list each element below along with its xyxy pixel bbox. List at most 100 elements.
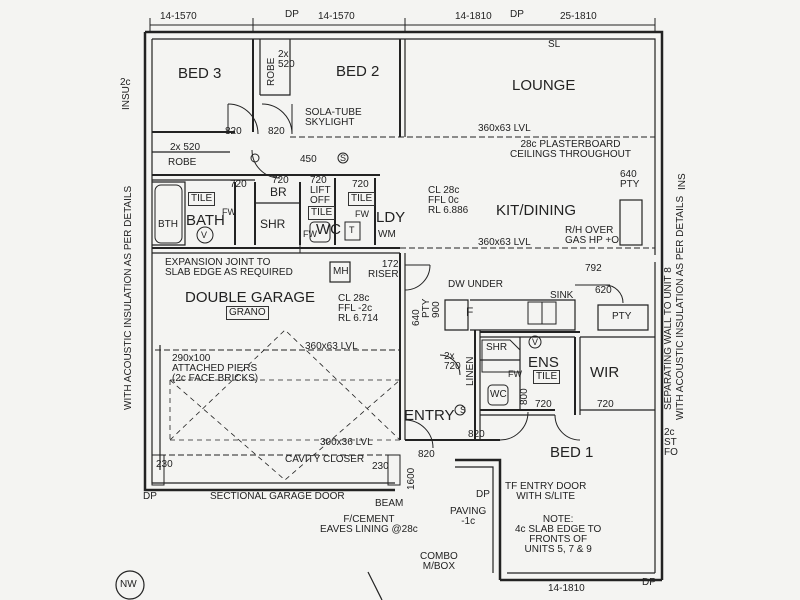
- dim-820-c: 820: [468, 429, 485, 440]
- tile-4: TILE: [533, 370, 561, 384]
- top-dp-1: DP: [285, 9, 299, 20]
- dim-720-a: 720: [230, 179, 247, 190]
- dim-820-b: 820: [268, 126, 285, 137]
- note-right-ins: INS: [677, 173, 688, 190]
- dim-620: 620: [595, 285, 612, 296]
- room-double-garage: DOUBLE GARAGE: [185, 289, 316, 306]
- note-cl-garage: CL 28c FFL -2c RL 6.714: [338, 293, 379, 324]
- room-pty-1: PTY: [421, 298, 432, 318]
- dim-792: 792: [585, 263, 602, 274]
- room-wc-2: WC: [490, 389, 507, 400]
- dp-entry: DP: [476, 489, 490, 500]
- symbol-fw-4: FW: [508, 369, 522, 379]
- bottom-dim: 14-1810: [548, 583, 585, 594]
- symbol-v-2: V: [532, 337, 539, 347]
- note-riser: 172 RISER: [368, 259, 399, 280]
- room-robe-vertical: ROBE: [266, 57, 277, 86]
- dim-820-a: 820: [225, 126, 242, 137]
- note-slab-edge: NOTE: 4c SLAB EDGE TO FRONTS OF UNITS 5,…: [515, 514, 602, 555]
- note-rh-oven: R/H OVER GAS HP +O: [565, 225, 620, 246]
- note-plasterboard: 28c PLASTERBOARD CEILINGS THROUGHOUT: [510, 139, 631, 160]
- room-lounge: LOUNGE: [512, 77, 576, 94]
- symbol-s-1: S: [340, 153, 347, 163]
- dim-800: 800: [519, 388, 530, 405]
- symbol-fw-1: FW: [222, 207, 236, 217]
- dim-2x720: 2x 720: [444, 351, 461, 372]
- room-bed3: BED 3: [178, 65, 222, 82]
- robe-2-dim: 2x 520: [170, 142, 201, 153]
- room-kit-dining: KIT/DINING: [496, 202, 577, 219]
- room-shr-1: SHR: [260, 217, 286, 231]
- top-dim-3: 14-1810: [455, 11, 492, 22]
- room-entry: ENTRY: [404, 407, 455, 424]
- note-cl-kit: CL 28c FFL 0c RL 6.886: [428, 185, 469, 216]
- note-separating-wall: SEPARATING WALL TO UNIT 8: [663, 267, 674, 410]
- dp-left: DP: [143, 491, 157, 502]
- note-beam: BEAM: [375, 498, 404, 509]
- room-shr-2: SHR: [486, 342, 508, 353]
- dim-720-f: 720: [597, 399, 614, 410]
- note-left-insu: INSU: [121, 86, 132, 110]
- dim-820-d: 820: [418, 449, 435, 460]
- note-dw-under: DW UNDER: [448, 279, 503, 290]
- room-robe: ROBE: [168, 157, 197, 168]
- room-bed1: BED 1: [550, 444, 594, 461]
- sl-marker: SL: [548, 39, 561, 50]
- note-fcement-eaves: F/CEMENT EAVES LINING @28c: [320, 514, 418, 535]
- symbol-fw-3: FW: [303, 229, 317, 239]
- top-dim-4: 25-1810: [560, 11, 597, 22]
- lvl-kit: 360x63 LVL: [478, 237, 531, 248]
- tile-2: TILE: [348, 192, 376, 206]
- note-tf-entry-door: TF ENTRY DOOR WITH S/LITE: [505, 481, 587, 502]
- dim-450: 450: [300, 154, 317, 165]
- note-left-insulation: WITH ACOUSTIC INSULATION AS PER DETAILS: [123, 185, 134, 410]
- room-bath: BATH: [186, 212, 225, 229]
- room-sink: SINK: [550, 290, 574, 301]
- dim-720-d: 720: [352, 179, 369, 190]
- dim-1600: 1600: [406, 467, 417, 490]
- left-2c: 2c: [120, 77, 131, 88]
- room-linen: LINEN: [465, 356, 476, 386]
- lvl-top: 360x63 LVL: [478, 123, 531, 134]
- dim-230-b: 230: [372, 461, 389, 472]
- room-lift-off: LIFT OFF: [310, 185, 331, 206]
- note-cavity-closer: CAVITY CLOSER: [285, 454, 365, 465]
- room-wir: WIR: [590, 364, 620, 381]
- compass-nw: NW: [120, 579, 137, 590]
- symbol-fw-2: FW: [355, 209, 369, 219]
- note-solatube: SOLA-TUBE SKYLIGHT: [305, 107, 362, 128]
- note-right-insulation: WITH ACOUSTIC INSULATION AS PER DETAILS: [675, 195, 686, 420]
- dim-900: 900: [431, 301, 442, 318]
- top-dim-2: 14-1570: [318, 11, 355, 22]
- note-piers: 290x100 ATTACHED PIERS (2c FACE BRICKS): [172, 353, 259, 384]
- dp-bottom-right: DP: [642, 577, 656, 588]
- room-br: BR: [270, 185, 287, 199]
- symbol-t: T: [349, 225, 355, 235]
- note-sectional-door: SECTIONAL GARAGE DOOR: [210, 491, 345, 502]
- dim-230-a: 230: [156, 459, 173, 470]
- room-bth: BTH: [158, 219, 178, 230]
- room-pty-3: PTY: [612, 311, 632, 322]
- outer-wall-top: [145, 30, 664, 262]
- symbol-s-2: S: [460, 405, 467, 415]
- note-combo-mbox: COMBO M/BOX: [420, 551, 458, 572]
- tile-1: TILE: [188, 192, 216, 206]
- note-pty-640: 640 PTY: [620, 169, 640, 190]
- outer-wall-left: [143, 32, 395, 492]
- fridge-f: F: [466, 305, 474, 319]
- grano-tag: GRANO: [226, 306, 269, 320]
- tile-3: TILE: [308, 206, 336, 220]
- room-ldy: LDY: [376, 209, 406, 226]
- dim-720-c: 720: [310, 175, 327, 186]
- dim-720-e: 720: [535, 399, 552, 410]
- room-mh: MH: [333, 266, 349, 277]
- room-bed2: BED 2: [336, 63, 380, 80]
- room-wm: WM: [378, 229, 396, 240]
- room-wc-1: WC: [316, 221, 341, 238]
- room-ens: ENS: [528, 354, 559, 371]
- lvl-300: 300x36 LVL: [320, 437, 373, 448]
- note-right-st: 2c ST FO: [664, 427, 678, 458]
- symbol-v-1: V: [201, 230, 208, 240]
- lvl-garage: 360x63 LVL: [305, 341, 358, 352]
